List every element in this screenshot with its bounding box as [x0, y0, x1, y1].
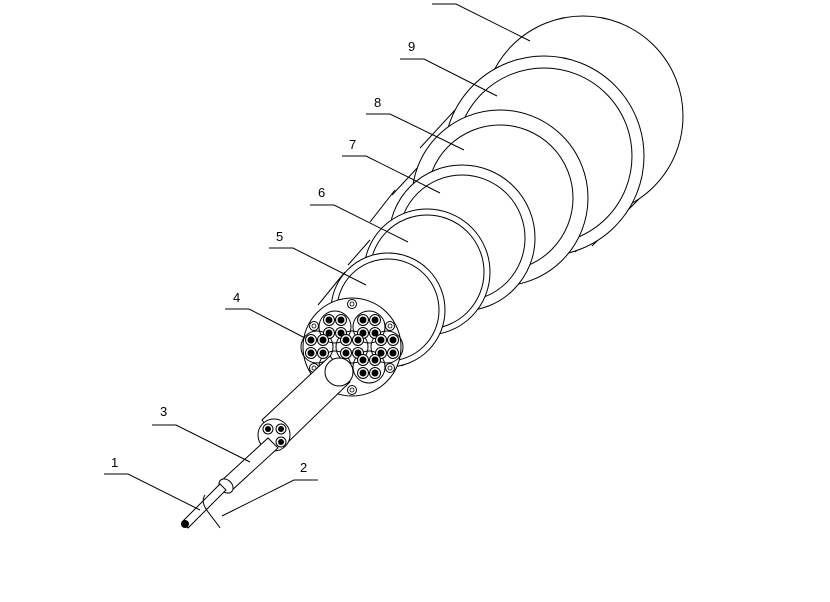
wire-core: [371, 316, 379, 324]
wire-core: [371, 329, 379, 337]
label-1: 1: [111, 455, 118, 470]
filler-core: [349, 301, 355, 307]
wire-core: [371, 356, 379, 364]
label-5: 5: [276, 229, 283, 244]
wire-core: [359, 316, 367, 324]
leader-lines: [104, 3, 531, 517]
label-texts: 1 2 3 4 5 6 7 8 9: [111, 39, 415, 475]
label-6: 6: [318, 185, 325, 200]
wire-core: [337, 316, 345, 324]
wire-core: [337, 329, 345, 337]
wire-core: [342, 336, 350, 344]
sub-bundle: [352, 310, 386, 344]
label-7: 7: [349, 137, 356, 152]
wire-core: [319, 349, 327, 357]
label-2: 2: [300, 460, 307, 475]
sub-bundle: [352, 350, 386, 384]
label-3: 3: [160, 404, 167, 419]
wire-core: [389, 349, 397, 357]
wire-core: [307, 336, 315, 344]
sub-bundle: [370, 330, 404, 364]
wire-core: [319, 336, 327, 344]
thin-tube: [218, 437, 279, 494]
sub-bundle: [318, 310, 352, 344]
filler-core: [311, 365, 317, 371]
wire-core: [354, 336, 362, 344]
wire-core: [377, 336, 385, 344]
filler-core: [311, 323, 317, 329]
filler-core: [387, 323, 393, 329]
label-9: 9: [408, 39, 415, 54]
wire-core: [325, 316, 333, 324]
filler-core: [387, 365, 393, 371]
wire-core: [389, 336, 397, 344]
sub-bundle: [300, 330, 334, 364]
wire-core: [359, 329, 367, 337]
wire-core: [325, 329, 333, 337]
wire-core: [307, 349, 315, 357]
label-8: 8: [374, 95, 381, 110]
core-wire: [181, 483, 227, 529]
wire-core: [359, 356, 367, 364]
label-4: 4: [233, 290, 240, 305]
wire-core: [342, 349, 350, 357]
wire-core: [359, 369, 367, 377]
wire-core: [354, 349, 362, 357]
sub-bundle: [335, 330, 369, 364]
wire-core: [377, 349, 385, 357]
wire-core: [371, 369, 379, 377]
filler-core: [349, 387, 355, 393]
